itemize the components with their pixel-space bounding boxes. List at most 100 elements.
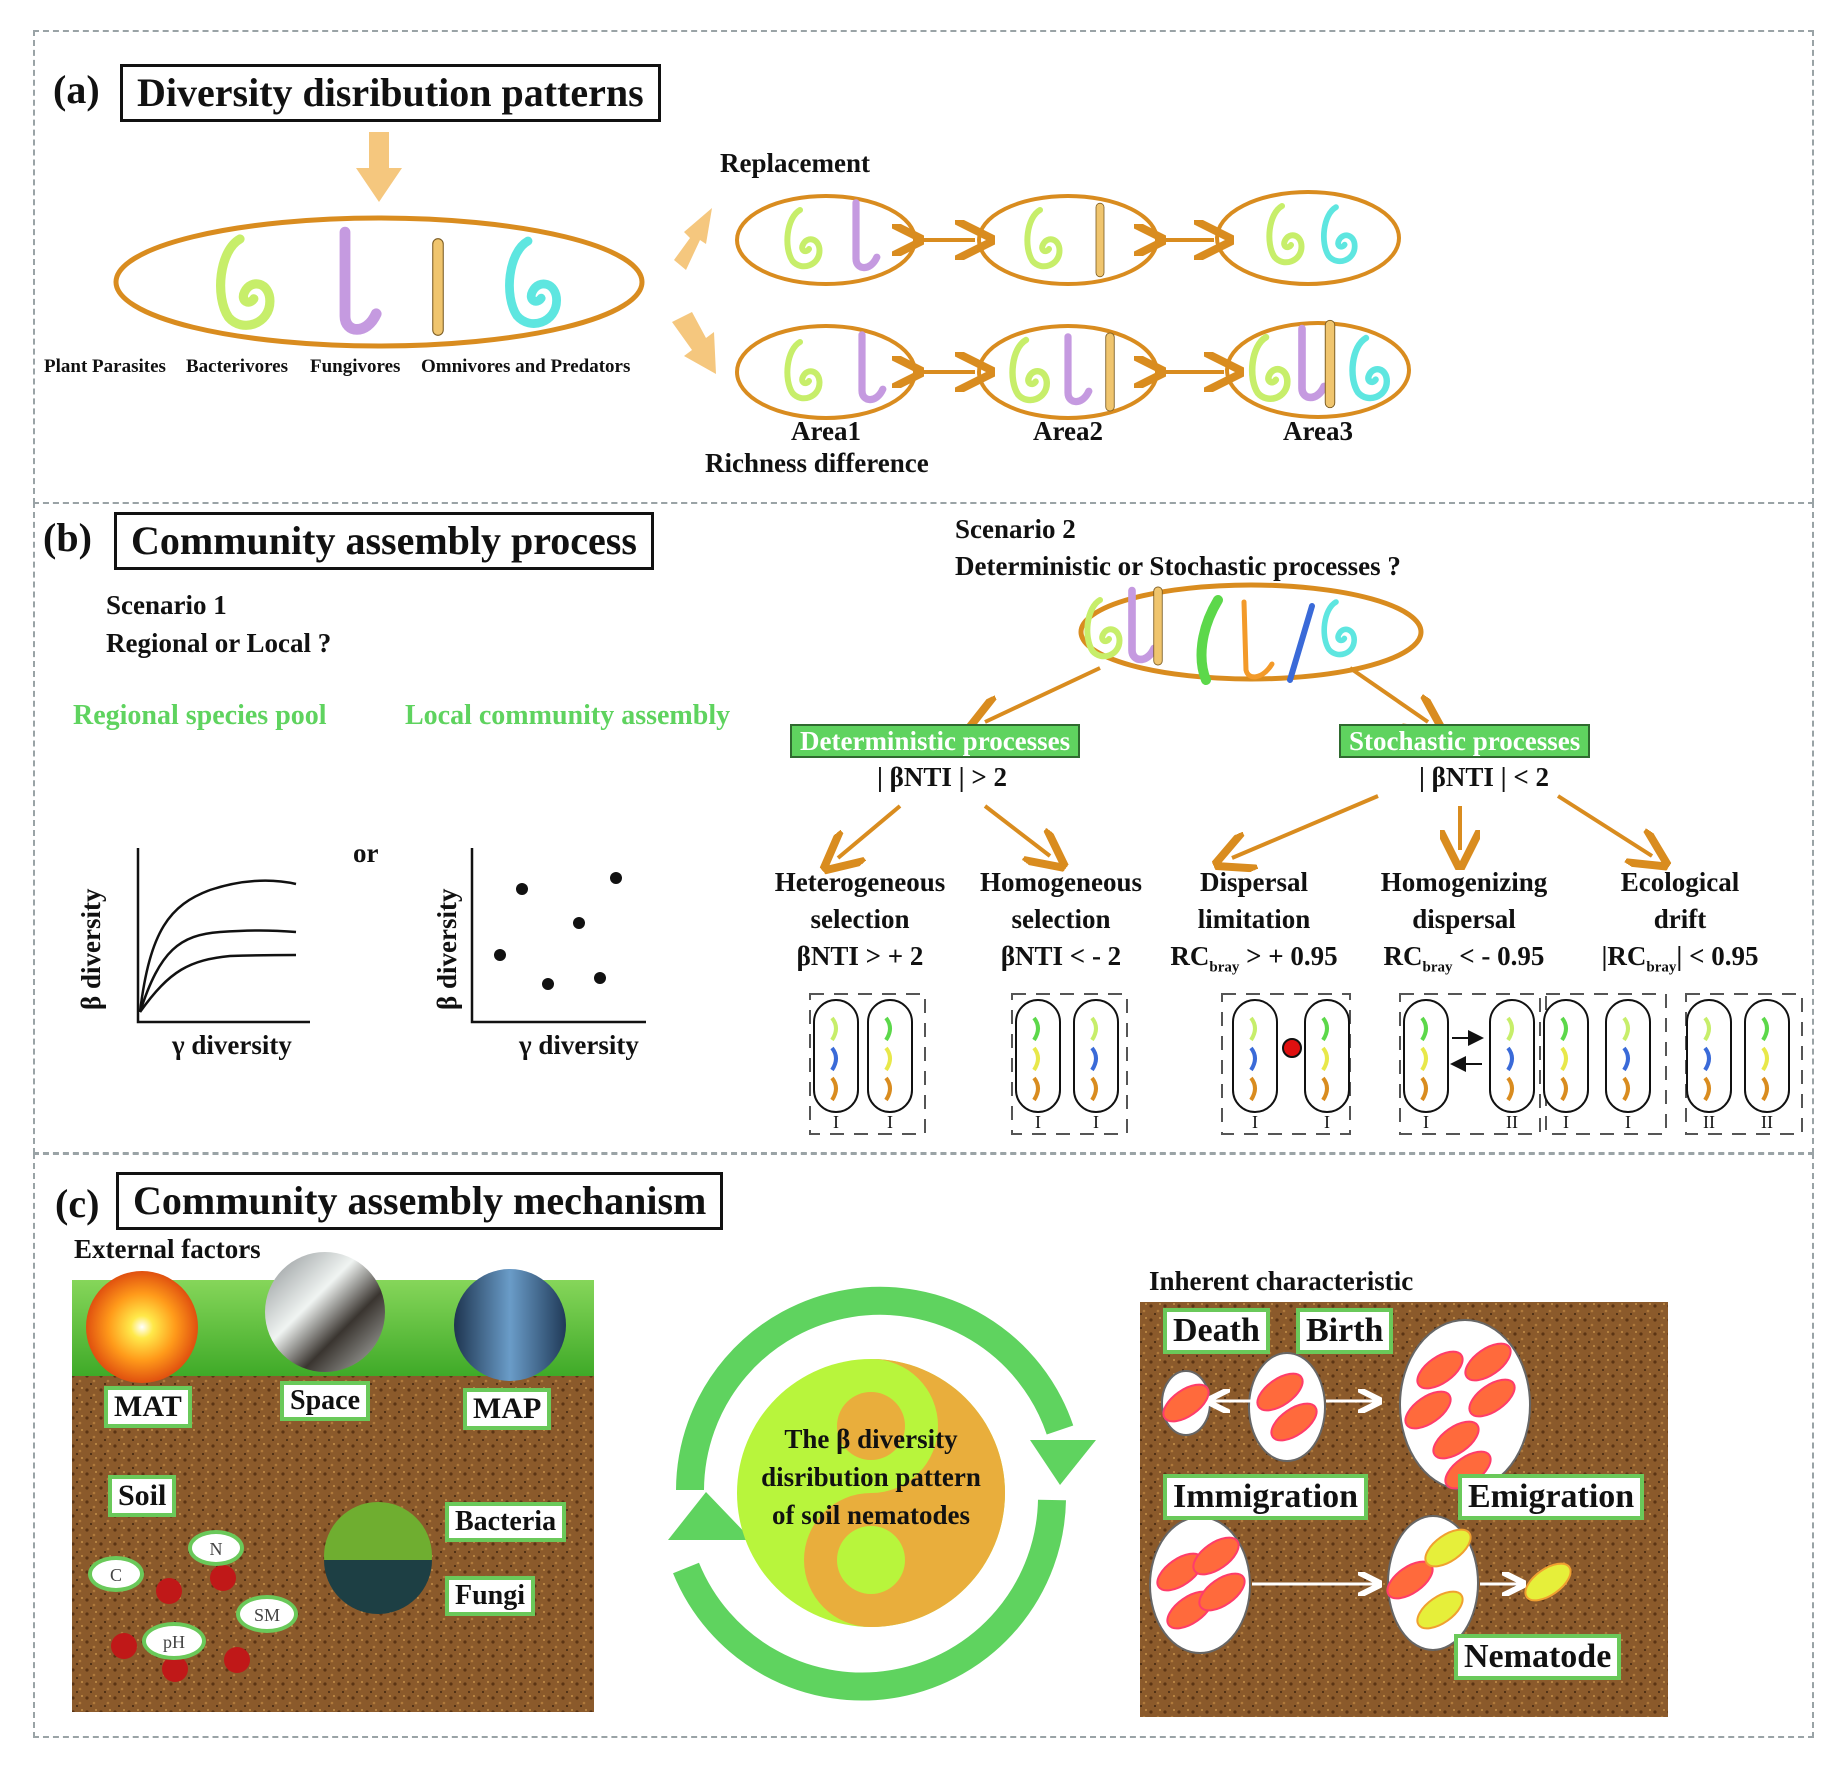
panel-b-title: Community assembly process [114,512,654,570]
or-label: or [353,838,379,868]
nematode-cell-icon [1404,1390,1452,1430]
site-group-frame [1545,993,1667,1135]
fungi-box: Fungi [445,1576,536,1616]
site-capsules [809,993,1803,1135]
fungivore-icon [432,238,444,336]
inherent-characteristic-label: Inherent characteristic [1149,1266,1414,1296]
criterion-prefix: |RC [1601,941,1647,971]
process-name-line1: Ecological [1620,867,1740,897]
center-cycle-text: The β diversity disribution pattern of s… [731,1420,1011,1534]
process-name-line1: Homogeneous [980,867,1142,897]
site-numeral: II [1703,1112,1715,1132]
nematode-icon [884,1016,892,1042]
rain-icon [454,1269,566,1381]
plot1-ylabel: β diversity [76,888,106,1010]
scatter-point [594,972,606,984]
nematode-icon [830,1016,838,1042]
site-numeral: I [1093,1112,1099,1132]
area1-label: Area1 [791,416,861,446]
criterion-prefix: RC [1383,941,1423,971]
soil-property-bubble: N [188,1530,244,1566]
nematode-icon [884,1076,892,1102]
down-arrow-icon [356,132,402,202]
process-name-line2: dispersal [1412,904,1516,934]
group-label-omnivores-predators: Omnivores and Predators [421,356,631,377]
regional-pool-ellipse [113,215,645,349]
process-name-line2: selection [1011,904,1111,934]
emigration-box: Emigration [1458,1474,1645,1520]
nematode-icon [1761,1076,1769,1102]
nematode-cell-icon [1270,1402,1318,1442]
birth-box: Birth [1296,1308,1394,1354]
nematode-icon [1420,1016,1428,1042]
nematode-icon [1090,1046,1098,1072]
bacteria-box: Bacteria [445,1502,567,1542]
group-label-bacterivores: Bacterivores [186,356,288,377]
panel-b-tag: (b) [43,515,92,560]
space-icon [265,1252,385,1372]
nematode-cell-icon [1198,1572,1246,1612]
replacement-area1 [735,194,917,286]
site-numeral: I [1252,1112,1258,1132]
space-box: Space [280,1381,370,1421]
dispersal-barrier-icon [1282,1038,1302,1058]
soil-box: Soil [108,1475,177,1517]
soil-property-bubble: pH [142,1622,206,1660]
nematode-cell-icon [1256,1372,1304,1412]
nematode-cell-icon [1524,1562,1572,1602]
site-group-frame [809,993,926,1135]
immigration-box: Immigration [1163,1474,1369,1520]
down-right-arrow-icon [672,312,716,374]
nematode-icon [830,1046,838,1072]
process-label: Homogeneous selection βNTI < - 2 [951,864,1171,975]
nematode-icon [1622,1076,1630,1102]
nematode-icon [1032,1076,1040,1102]
site-numeral: I [1563,1112,1569,1132]
nematode-icon [1761,1016,1769,1042]
nematode-icon [1321,1046,1329,1072]
stochastic-criterion: | βNTI | < 2 [1418,762,1550,792]
group-label-plant-parasites: Plant Parasites [44,356,166,377]
nematode-icon [1506,1016,1514,1042]
plant-parasite-icon [221,239,270,325]
process-criterion: βNTI > + 2 [796,941,924,971]
process-name-line1: Heterogeneous [774,867,946,897]
nematode-icon [1249,1046,1257,1072]
nematode-icon [1420,1046,1428,1072]
nematode-icon [1703,1076,1711,1102]
external-factors-label: External factors [74,1234,261,1264]
richness-difference-label: Richness difference [705,448,929,478]
scenario1-title: Scenario 1 [106,590,227,620]
nematode-icon [1560,1016,1568,1042]
panel-c-title: Community assembly mechanism [116,1172,724,1230]
scenario1-question: Regional or Local ? [106,628,332,658]
site-numeral: II [1761,1112,1773,1132]
nematode-icon [1321,1016,1329,1042]
scenario2-title: Scenario 2 [955,514,1076,544]
nematode-icon [830,1076,838,1102]
omnivore-predator-icon [509,241,556,324]
nematode-icon [1321,1076,1329,1102]
nematode-box: Nematode [1454,1634,1622,1680]
panel-a-tag: (a) [53,67,100,112]
site-group-frame [1011,993,1128,1135]
nematode-cell-icon [1192,1536,1240,1576]
scatter-point [494,949,506,961]
process-criterion: βNTI < - 2 [1000,941,1122,971]
center-text-line: The β diversity [784,1424,958,1454]
nematode-icon [1249,1076,1257,1102]
center-text-line: of soil nematodes [772,1500,970,1530]
nematode-cell-icon [1416,1590,1464,1630]
process-name-line2: drift [1653,904,1707,934]
plot2 [470,848,646,1024]
mat-box: MAT [104,1386,192,1428]
process-name-line2: limitation [1197,904,1311,934]
site-group-frame [1399,993,1541,1135]
regional-species-pool-label: Regional species pool [73,700,327,731]
area3-label: Area3 [1283,416,1353,446]
bacterivore-icon [345,232,376,329]
nematode-cell-icon [1424,1528,1472,1568]
nematode-icon [1622,1016,1630,1042]
stochastic-processes-box: Stochastic processes [1339,724,1591,758]
